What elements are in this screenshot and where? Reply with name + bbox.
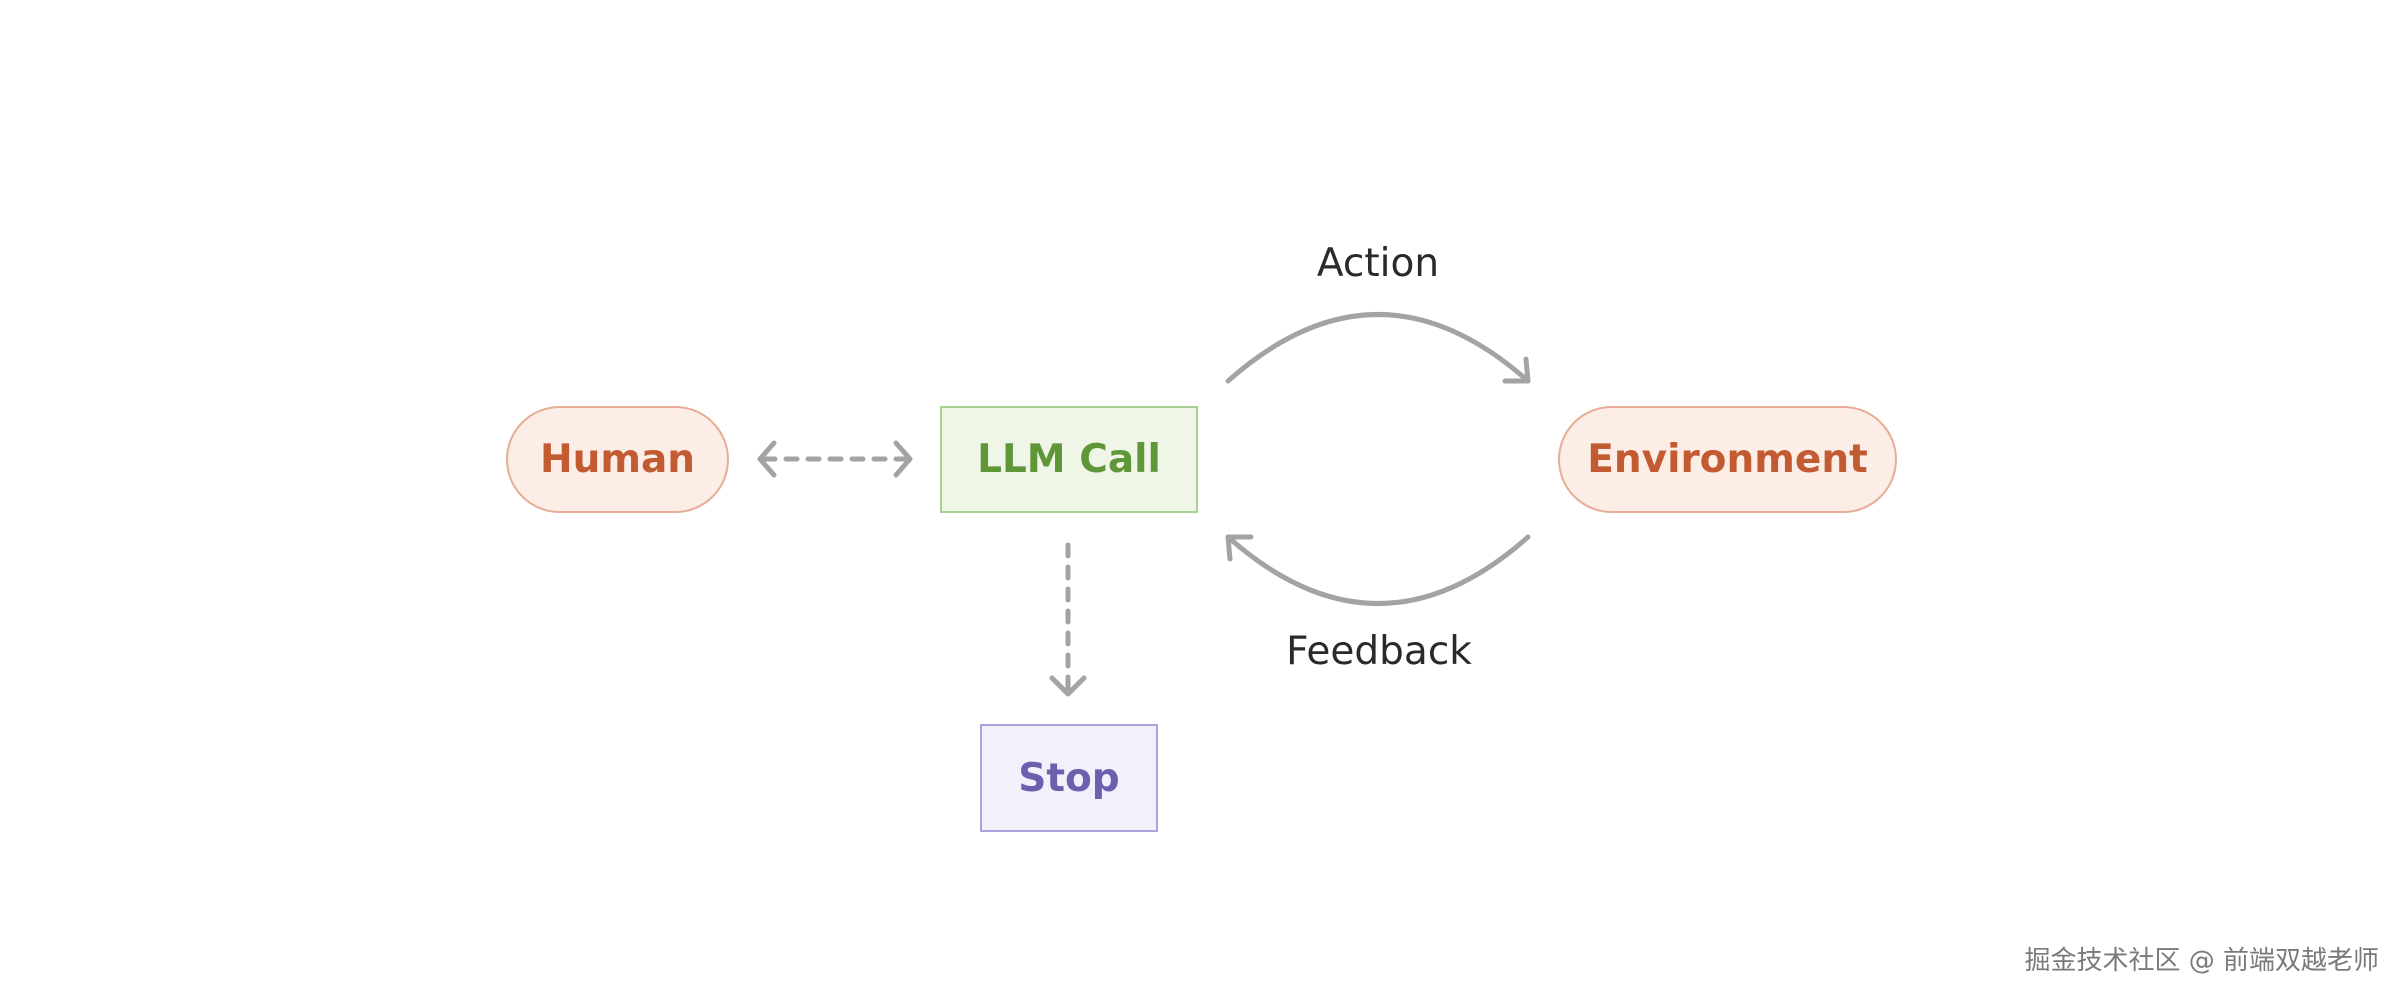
environment-label: Environment bbox=[1587, 437, 1868, 482]
stop-node: Stop bbox=[980, 724, 1158, 832]
watermark: 掘金技术社区 @ 前端双越老师 bbox=[2024, 946, 2379, 976]
action-edge-label: Action bbox=[1316, 241, 1440, 286]
human-llm-dashed-arrow bbox=[757, 440, 913, 478]
human-label: Human bbox=[539, 437, 696, 482]
human-node: Human bbox=[506, 406, 729, 513]
stop-label: Stop bbox=[1018, 755, 1120, 801]
action-arrow bbox=[1225, 312, 1531, 384]
feedback-arrow bbox=[1225, 534, 1531, 606]
feedback-edge-label: Feedback bbox=[1286, 629, 1472, 674]
environment-node: Environment bbox=[1558, 406, 1897, 513]
llm-call-label: LLM Call bbox=[977, 437, 1161, 482]
llm-call-node: LLM Call bbox=[940, 406, 1198, 513]
llm-stop-dashed-arrow bbox=[1049, 542, 1087, 697]
